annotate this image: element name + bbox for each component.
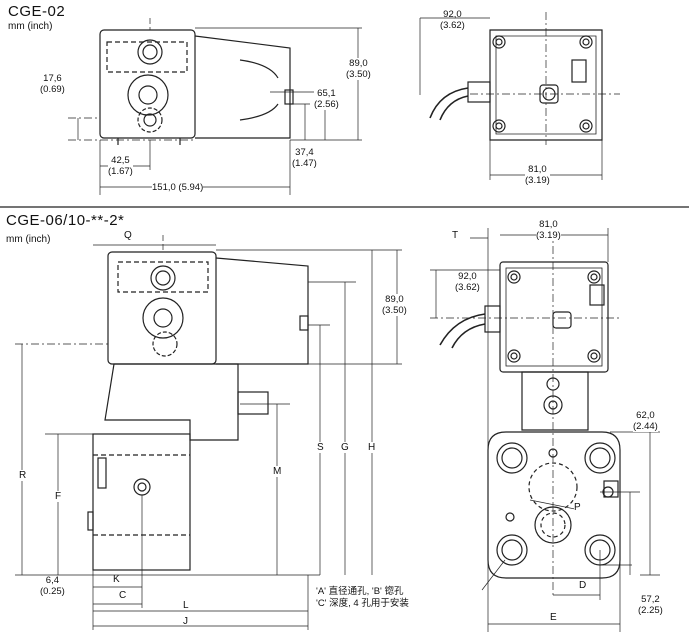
- dim-letter-c: C: [119, 590, 127, 601]
- dim-letter-s: S: [317, 442, 324, 453]
- dim-81-bottom: 81,0(3.19): [536, 219, 561, 241]
- dim-65-1: 65,1(2.56): [314, 88, 339, 110]
- dim-letter-p: P: [574, 502, 581, 513]
- unit-label: mm (inch): [8, 21, 53, 32]
- dim-151: 151,0 (5.94): [152, 182, 204, 193]
- dim-letter-k: K: [113, 574, 120, 585]
- dim-42-5: 42,5(1.67): [108, 155, 133, 177]
- dim-letter-f: F: [55, 491, 62, 502]
- bottom-front-dim-lines: [430, 228, 660, 632]
- dim-92: 92,0(3.62): [440, 9, 465, 31]
- top-front-view: [429, 29, 603, 141]
- dim-62: 62,0(2.44): [633, 410, 658, 432]
- dim-57-2: 57,2(2.25): [638, 594, 663, 616]
- dim-letter-q: Q: [124, 230, 132, 241]
- bottom-side-dim-lines: [15, 235, 402, 630]
- model-title-cge-02: CGE-02: [8, 3, 66, 20]
- dim-letter-l: L: [183, 600, 189, 611]
- dim-92-bottom: 92,0(3.62): [455, 271, 480, 293]
- dim-37-4: 37,4(1.47): [292, 147, 317, 169]
- dim-letter-h: H: [368, 442, 376, 453]
- bottom-side-view: [87, 251, 309, 571]
- dim-letter-g: G: [341, 442, 349, 453]
- dim-letter-d: D: [579, 580, 587, 591]
- dim-letter-j: J: [183, 616, 188, 627]
- dim-17-6: 17,6(0.69): [40, 73, 65, 95]
- top-side-view: [99, 29, 294, 145]
- dim-89-bottom: 89,0(3.50): [382, 294, 407, 316]
- dim-letter-t: T: [452, 230, 459, 241]
- mounting-note: 'A' 直径通孔, 'B' 锪孔 'C' 深度, 4 孔用于安装: [316, 586, 409, 609]
- dim-letter-r: R: [19, 470, 27, 481]
- top-front-dim-lines: [419, 12, 620, 180]
- unit-label-bottom: mm (inch): [6, 234, 51, 245]
- dim-letter-e: E: [550, 612, 557, 623]
- dim-6-4: 6,4(0.25): [40, 575, 65, 597]
- dim-letter-m: M: [273, 466, 282, 477]
- dim-89: 89,0(3.50): [346, 58, 371, 80]
- dim-81: 81,0(3.19): [525, 164, 550, 186]
- model-title-cge-06-10: CGE-06/10-**-2*: [6, 212, 125, 229]
- bottom-front-view: [439, 261, 621, 579]
